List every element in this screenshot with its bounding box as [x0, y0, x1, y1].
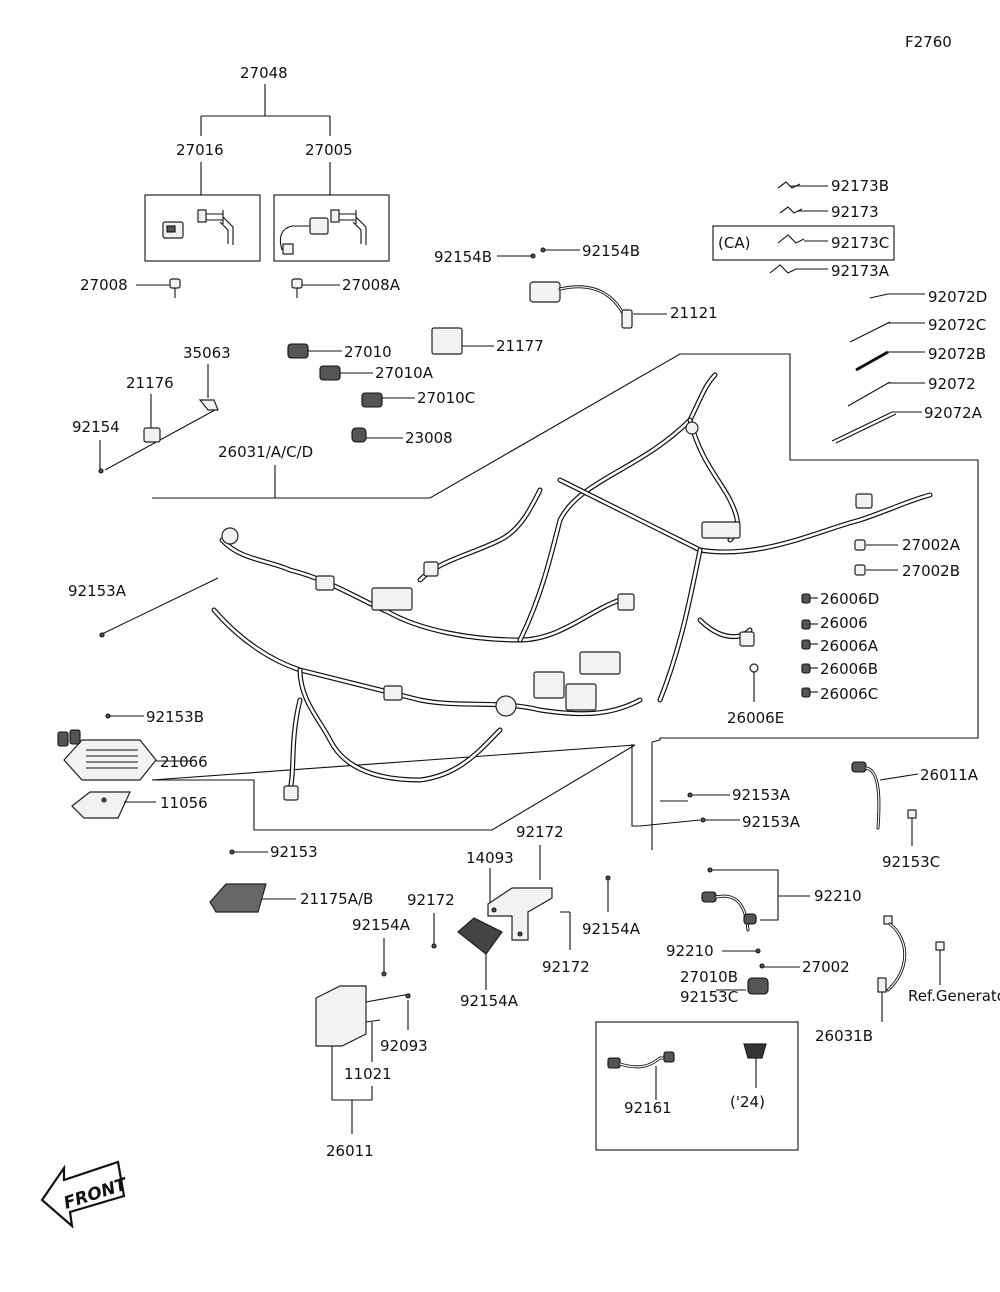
callout-21176[interactable]: 21176 [126, 374, 174, 392]
callout-11021[interactable]: 26011 [326, 1142, 374, 1160]
callout-21066[interactable]: 21066 [160, 753, 208, 771]
callout-ref-generator[interactable]: 26031B [815, 1027, 873, 1045]
callout-92153C-1[interactable]: 92153C [882, 853, 940, 871]
callout-21177[interactable]: 21177 [496, 337, 544, 355]
callout-26006A[interactable]: 26006A [820, 637, 879, 655]
callout-27008A[interactable]: 27008A [342, 276, 401, 294]
callout-26011A[interactable]: 26011A [920, 766, 979, 784]
cap-92161 [743, 1043, 767, 1088]
generator-cable [877, 915, 945, 1022]
callout-92153A-left[interactable]: 92153A [68, 582, 127, 600]
callout-21175[interactable]: 92154A [460, 992, 519, 1010]
callout-92154B-right[interactable]: 92154B [582, 242, 640, 260]
clip-group-92173 [712, 181, 895, 274]
callout-35063[interactable]: 35063 [183, 344, 231, 362]
cable-tie-group-92072 [831, 293, 925, 444]
callout-21121[interactable]: 21121 [670, 304, 718, 322]
callout-27002[interactable]: 27010B [680, 968, 738, 986]
callout-92154A-bottom[interactable]: 92093 [380, 1037, 428, 1055]
callout-92072D[interactable]: 92072D [928, 288, 987, 306]
callout-27002B[interactable]: 27002B [902, 562, 960, 580]
harness-outline-frame [151, 353, 979, 831]
callout-92154B-left[interactable]: 92154B [434, 248, 492, 266]
callout-92210-right[interactable]: 27002 [802, 958, 850, 976]
callout-92093[interactable]: 11021 [344, 1065, 392, 1083]
callout-92154A-top[interactable]: 92154A [352, 916, 411, 934]
sensor-harness-21121 [529, 281, 667, 329]
cable-26011 [701, 867, 810, 932]
callout-92172-top[interactable]: 92172 [516, 823, 564, 841]
callout-92072C[interactable]: 92072C [928, 316, 986, 334]
bracket-14093 [487, 887, 553, 941]
callout-21175AB[interactable]: 21175A/B [300, 890, 373, 908]
callout-92153A-1[interactable]: 92153A [732, 786, 791, 804]
main-wiring-harness [211, 372, 933, 801]
key-blank-27008A [291, 278, 340, 298]
model-year-24-box [595, 1021, 799, 1151]
callout-26011[interactable]: 92210 [814, 887, 862, 905]
callout-14093[interactable]: 14093 [466, 849, 514, 867]
callout-CA[interactable]: (CA) [718, 234, 750, 252]
kit-left-label[interactable]: 27016 [176, 141, 224, 159]
callout-26006D[interactable]: 26006D [820, 590, 879, 608]
callout-92153A-2[interactable]: 92153A [742, 813, 801, 831]
front-label: FRONT [61, 1174, 130, 1214]
callout-92173A[interactable]: 92173A [831, 262, 890, 280]
callout-92153C-2[interactable]: Ref.Generator [908, 987, 1000, 1005]
callout-26031[interactable]: 26031/A/C/D [218, 443, 313, 461]
switch-group-27010 [287, 343, 415, 443]
key-pair-icon-2 [330, 209, 367, 245]
callout-26031B[interactable]: 92161 [624, 1099, 672, 1117]
callout-27008[interactable]: 27008 [80, 276, 128, 294]
callout-27010[interactable]: 27010 [344, 343, 392, 361]
ignition-switch-icon [162, 221, 184, 239]
callout-23008[interactable]: 23008 [405, 429, 453, 447]
callout-92172-left[interactable]: 92172 [407, 891, 455, 909]
key-pair-icon [197, 209, 234, 245]
callout-92154A-right[interactable]: 92154A [582, 920, 641, 938]
callout-27010A[interactable]: 27010A [375, 364, 434, 382]
figure-id: F2760 [905, 33, 952, 51]
callout-27010B[interactable]: 92153C [680, 988, 738, 1006]
key-blank-27008 [136, 278, 181, 298]
callout-92173B[interactable]: 92173B [831, 177, 889, 195]
callout-92072A[interactable]: 92072A [924, 404, 983, 422]
callout-92210-left[interactable]: 92210 [666, 942, 714, 960]
callout-26006C[interactable]: 26006C [820, 685, 878, 703]
callout-92172-bottom[interactable]: 92172 [542, 958, 590, 976]
callout-92153[interactable]: 92153 [270, 843, 318, 861]
callout-26006E[interactable]: 26006E [727, 709, 784, 727]
ignition-switch-harness-icon [279, 217, 329, 255]
switch-27010B [716, 977, 769, 995]
callout-26006B[interactable]: 26006B [820, 660, 878, 678]
callout-92173[interactable]: 92173 [831, 203, 879, 221]
sensor-bracket-icon [98, 399, 219, 474]
callout-92154[interactable]: 92154 [72, 418, 120, 436]
clamps-26006 [749, 593, 818, 702]
callout-92153B[interactable]: 92153B [146, 708, 204, 726]
callout-92173C[interactable]: 92173C [831, 234, 889, 252]
callout-11056[interactable]: 11056 [160, 794, 208, 812]
callout-92072B[interactable]: 92072B [928, 345, 986, 363]
battery-cable-26011A [851, 761, 919, 846]
front-direction-arrow: FRONT [40, 1160, 131, 1229]
caps-27002 [854, 539, 898, 576]
relay-21177 [431, 327, 494, 355]
callout-92072[interactable]: 92072 [928, 375, 976, 393]
kit-parent-label[interactable]: 27048 [240, 64, 288, 82]
callout-27002A[interactable]: 27002A [902, 536, 961, 554]
callout-26006[interactable]: 26006 [820, 614, 868, 632]
key-kit-tree: 27048 27016 27005 [144, 64, 390, 262]
callout-27010C[interactable]: 27010C [417, 389, 475, 407]
harness-26031B [607, 1051, 675, 1100]
kit-right-label[interactable]: 27005 [305, 141, 353, 159]
regulator-rectifier-21066 [57, 729, 190, 781]
control-unit-21175 [457, 917, 503, 990]
plate-11056 [71, 791, 156, 819]
ecu-21175AB [209, 883, 296, 913]
mounting-plate-11021 [315, 985, 411, 1047]
callout-92161[interactable]: ('24) [730, 1093, 765, 1111]
